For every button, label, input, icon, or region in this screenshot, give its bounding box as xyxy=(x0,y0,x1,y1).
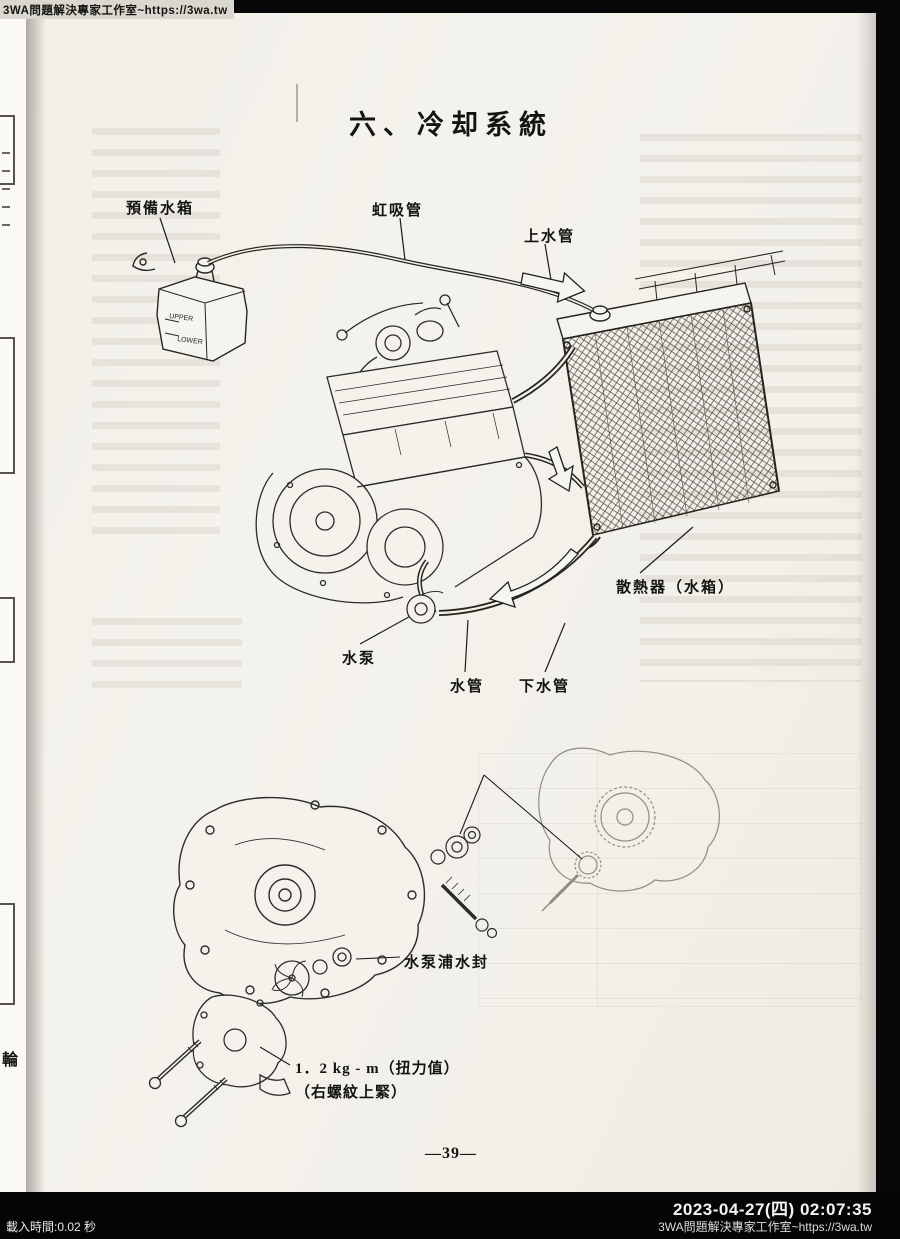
label-reserve-tank: 預備水箱 xyxy=(126,201,195,217)
water-pump-parts-drawing xyxy=(192,947,352,1096)
manual-page xyxy=(26,13,876,1192)
site-url-text: 3WA問題解決專家工作室~https://3wa.tw xyxy=(658,1220,872,1234)
label-pump-seal: 水泵浦水封 xyxy=(404,955,490,971)
siphon-tube-drawing xyxy=(207,244,596,313)
load-time-text: 載入時間:0.02 秒 xyxy=(6,1220,97,1234)
label-siphon-tube: 虹吸管 xyxy=(372,203,424,219)
right-cover-drawing xyxy=(538,747,720,912)
bolt-drawing xyxy=(148,1039,228,1128)
edge-box xyxy=(0,903,15,1005)
label-thread-note: （右螺紋上緊） xyxy=(295,1085,408,1101)
page-title: 六、冷却系統 xyxy=(349,110,553,140)
page-gutter-shadow xyxy=(26,13,46,1192)
flow-arrow-icons xyxy=(488,271,586,609)
cooling-system-diagram: UPPER LOWER xyxy=(132,217,786,673)
label-water-hose: 水管 xyxy=(450,679,485,695)
edge-tick xyxy=(2,152,10,154)
page-number: —39— xyxy=(425,1145,477,1162)
crankcase-cover-drawing xyxy=(172,796,426,1005)
label-radiator: 散熱器（水箱） xyxy=(616,580,736,596)
label-water-pump: 水泵 xyxy=(342,651,377,667)
right-scan-bar xyxy=(876,0,900,1239)
radiator-drawing xyxy=(556,250,786,550)
edge-tick xyxy=(2,170,10,172)
tank-lower-marking: LOWER xyxy=(177,336,203,346)
adjacent-page-edge: 輪 xyxy=(0,13,26,1192)
exploded-leader-lines xyxy=(259,774,583,1066)
label-upper-hose: 上水管 xyxy=(524,229,576,245)
tank-upper-marking: UPPER xyxy=(169,313,194,323)
label-lower-hose: 下水管 xyxy=(519,679,571,695)
page-edge-shadow xyxy=(856,13,876,1192)
shaft-parts-drawing xyxy=(430,826,498,939)
bottom-status-bar: 載入時間:0.02 秒 2023-04-27(四) 02:07:35 3WA問題… xyxy=(0,1192,900,1239)
stray-pencil-mark xyxy=(296,84,298,122)
edge-box xyxy=(0,337,15,474)
label-torque-value: 1．2 kg - m（扭力值） xyxy=(295,1061,460,1077)
timestamp-text: 2023-04-27(四) 02:07:35 xyxy=(672,1200,872,1219)
engine-drawing xyxy=(255,294,543,604)
water-pump-drawing xyxy=(406,590,444,624)
adjacent-page-char: 輪 xyxy=(2,1052,19,1069)
watermark-text: 3WA問題解決專家工作室~https://3wa.tw xyxy=(0,0,234,19)
edge-tick xyxy=(2,188,10,190)
edge-tick xyxy=(2,224,10,226)
edge-box xyxy=(0,597,15,663)
water-pump-exploded-diagram xyxy=(148,747,720,1128)
edge-tick xyxy=(2,206,10,208)
edge-box xyxy=(0,115,15,185)
reserve-tank-drawing xyxy=(132,252,248,362)
